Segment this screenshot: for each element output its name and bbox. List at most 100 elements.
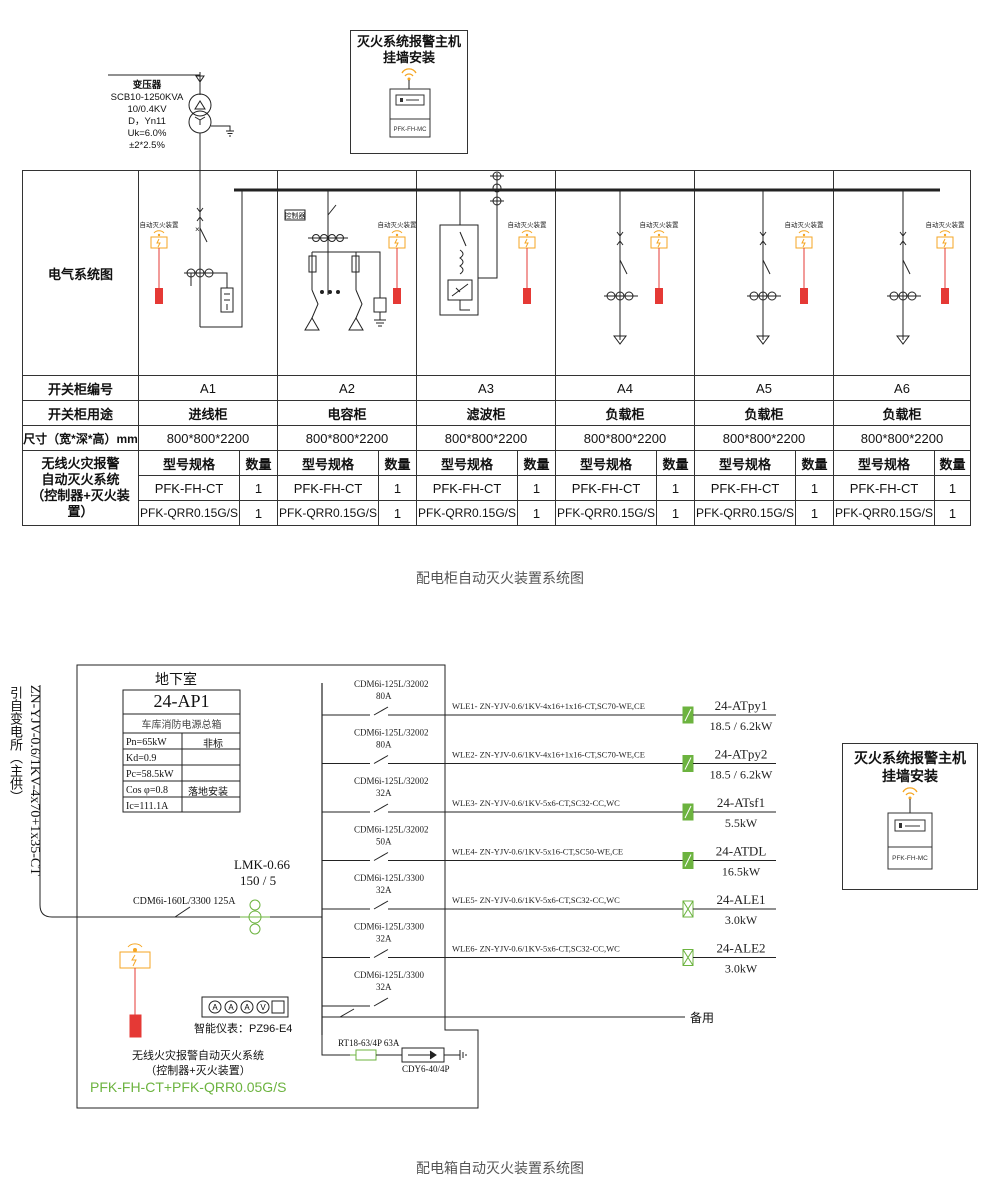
cabinet-use: 电容柜 [277,400,417,426]
load-feeder-a5 [747,190,781,345]
target-power: 18.5 / 6.2kW [710,768,773,782]
svg-text:PFK-FH-MC: PFK-FH-MC [892,855,928,862]
model-cell: PFK-FH-CT [138,475,240,501]
auto-extinguish-device-a5: 自动灭火装置 [785,220,825,304]
breaker-contact [373,949,389,958]
cabinet-use: 进线柜 [138,400,278,426]
ct-ratio: 150 / 5 [240,873,277,888]
svg-text:A: A [228,1003,234,1012]
qty-cell: 1 [239,475,278,501]
qty-cell: 1 [378,500,417,526]
breaker-model: CDM6i-125L/32002 [354,825,429,835]
qty-cell: 1 [934,475,971,501]
cabinet-use: 负载柜 [833,400,971,426]
cabinet-use: 负载柜 [555,400,695,426]
auto-extinguish-device-a4: 自动灭火装置 [640,220,679,304]
spec-header-row: 无线火灾报警 自动灭火系统 （控制器+灭火装置） 型号规格数量 型号规格数量 型… [22,450,971,526]
cabinet-table: 电气系统图 开关柜编号 A1 A2 A3 A4 A5 A6 开关柜用途 进线柜 … [22,170,971,526]
filter-unit [439,224,479,316]
spare-circuit [322,1008,380,1018]
svg-text:PFK-FH-MC: PFK-FH-MC [394,127,428,133]
load-feeder-a6 [887,190,921,345]
breaker-rating: 80A [376,691,392,701]
incoming-cable [39,685,322,918]
transformer-winding-primary [188,93,212,117]
transformer-title: 变压器 [132,80,162,91]
host-title: 灭火系统报警主机 挂墙安装 [854,750,966,784]
fire-alarm-host-box-right: 灭火系统报警主机 挂墙安装 PFK-FH-MC [842,743,978,890]
diagram-row: 电气系统图 [22,170,971,376]
cable-spec: WLE2- ZN-YJV-0.6/1KV-4x16+1x16-CT,SC70-W… [452,750,645,760]
target-power: 3.0kW [725,913,758,927]
breaker-model: CDM6i-125L/3300 [354,922,425,932]
smart-meter-box [201,996,289,1018]
cabinet-id: A4 [555,375,695,401]
qty-header: 数量 [656,450,695,476]
panel-params: Pn=65kW Kd=0.9 Pc=58.5kW Cos φ=0.8 Ic=11… [126,737,174,812]
host-title: 灭火系统报警主机 挂墙安装 [356,34,461,65]
panel-param-nonstandard: 非标 [203,739,223,750]
breaker-model: CDM6i-125L/32002 [354,776,429,786]
electrical-system-diagram: × [108,72,965,345]
spd-breaker-label: RT18-63/4P 63A [338,1038,400,1048]
load-feeder-a4 [604,190,638,345]
breaker-model: CDM6i-125L/32002 [354,728,429,738]
cable-spec: WLE4- ZN-YJV-0.6/1KV-5x16-CT,SC50-WE,CE [452,847,623,857]
qty-cell: 1 [517,475,556,501]
qty-header: 数量 [517,450,556,476]
hv-arrow [195,75,205,83]
model-cell: PFK-FH-CT [416,475,518,501]
host-device-icon: PFK-FH-MC [389,68,431,138]
breaker-contact [373,706,389,716]
svg-text:自动灭火装置: 自动灭火装置 [508,220,548,229]
spd-fuse [355,1049,377,1061]
cable-spec: WLE6- ZN-YJV-0.6/1KV-5x6-CT,SC32-CC,WC [452,944,620,954]
svg-text:自动灭火装置: 自动灭火装置 [378,220,418,229]
breaker-model: CDM6i-125L/3300 [354,970,425,980]
target-panel: 24-ALE2 [716,941,765,956]
model-cell: PFK-QRR0.15G/S [694,500,796,526]
breaker-contact [373,755,389,764]
target-power: 5.5kW [725,816,758,830]
panel-name: 车库消防电源总箱 [141,720,222,731]
qty-header: 数量 [934,450,971,476]
svg-text:A: A [212,1003,218,1012]
extinguisher-cylinder [155,288,163,304]
model-cell: PFK-FH-CT [277,475,379,501]
cabinet-id: A2 [277,375,417,401]
target-power: 16.5kW [722,865,761,879]
spec-header: 型号规格 [277,450,379,476]
room-label: 地下室 [155,671,197,687]
model-cell: PFK-FH-CT [694,475,796,501]
extinguisher-cylinder [129,1014,142,1038]
breaker-model: CDM6i-125L/3300 [354,873,425,883]
extinguisher-cylinder [941,288,949,304]
svg-text:×: × [195,225,200,234]
controller-label: 控制器 [285,211,306,220]
qty-header: 数量 [795,450,834,476]
target-panel: 24-ATsf1 [717,795,765,810]
row-label-size: 尺寸（宽*深*高）mm [22,425,139,451]
row-label-number: 开关柜编号 [22,375,139,401]
spd-label: CDY6-40/4P [402,1064,450,1074]
cabinet-diagram-a1 [138,170,278,376]
qty-cell: 1 [656,500,695,526]
row-label-wireless: 无线火灾报警 自动灭火系统 （控制器+灭火装置） [22,450,139,526]
qty-cell: 1 [795,500,834,526]
size-row: 尺寸（宽*深*高）mm 800*800*2200 800*800*2200 80… [22,425,971,451]
qty-cell: 1 [656,475,695,501]
extinguisher-cylinder [523,288,531,304]
use-row: 开关柜用途 进线柜 电容柜 滤波柜 负载柜 负载柜 负载柜 [22,400,971,426]
main-breaker-label: CDM6i-160L/3300 125A [133,896,236,907]
cabinet-diagram-a4 [555,170,695,376]
svg-text:自动灭火装置: 自动灭火装置 [785,220,825,229]
number-row: 开关柜编号 A1 A2 A3 A4 A5 A6 [22,375,971,401]
